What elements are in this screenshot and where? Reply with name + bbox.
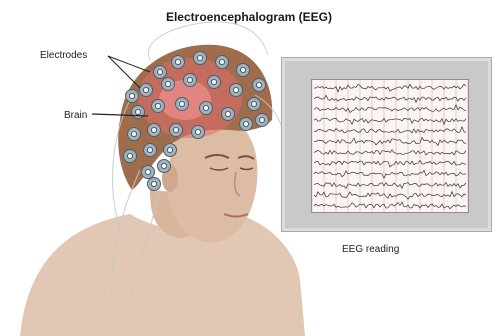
electrode xyxy=(152,100,165,113)
eeg-trace xyxy=(314,84,466,92)
electrode xyxy=(248,98,261,111)
electrode xyxy=(148,178,161,191)
eeg-trace xyxy=(314,95,466,102)
eeg-trace xyxy=(314,192,466,200)
eeg-trace xyxy=(314,160,466,167)
electrode xyxy=(126,90,139,103)
electrode xyxy=(200,102,213,115)
eeg-traces xyxy=(312,80,468,212)
electrodes-label: Electrodes xyxy=(40,50,87,61)
electrode xyxy=(222,108,235,121)
electrode xyxy=(162,78,175,91)
electrode xyxy=(253,79,266,92)
electrode xyxy=(144,144,157,157)
electrode xyxy=(184,74,197,87)
eeg-screen xyxy=(311,79,469,213)
electrode xyxy=(230,84,243,97)
eeg-trace xyxy=(314,127,466,133)
electrode xyxy=(172,56,185,69)
electrodes-pointer-line-1 xyxy=(108,56,150,72)
electrode xyxy=(142,166,155,179)
eeg-trace xyxy=(314,202,466,209)
torso xyxy=(20,214,305,336)
electrode xyxy=(240,118,253,131)
electrode xyxy=(176,98,189,111)
brain-label: Brain xyxy=(64,110,87,121)
diagram-title: Electroencephalogram (EEG) xyxy=(0,10,498,24)
electrode xyxy=(216,56,229,69)
electrode xyxy=(132,106,145,119)
electrode xyxy=(164,144,177,157)
electrode xyxy=(154,66,167,79)
electrodes-pointer-line-2 xyxy=(108,56,140,88)
eeg-trace xyxy=(314,183,466,189)
eeg-trace xyxy=(314,118,466,124)
electrode xyxy=(140,84,153,97)
electrode xyxy=(128,128,141,141)
electrode xyxy=(124,150,137,163)
eeg-trace xyxy=(314,170,466,178)
electrode xyxy=(148,124,161,137)
eeg-trace xyxy=(314,137,466,145)
electrode xyxy=(256,114,269,127)
electrode xyxy=(170,124,183,137)
eeg-trace xyxy=(314,105,466,113)
electrode xyxy=(237,64,250,77)
electrode xyxy=(192,126,205,139)
eeg-trace xyxy=(314,150,466,155)
electrode xyxy=(208,76,221,89)
electrode xyxy=(194,52,207,65)
eeg-reading-label: EEG reading xyxy=(342,244,399,255)
electrode xyxy=(158,160,171,173)
